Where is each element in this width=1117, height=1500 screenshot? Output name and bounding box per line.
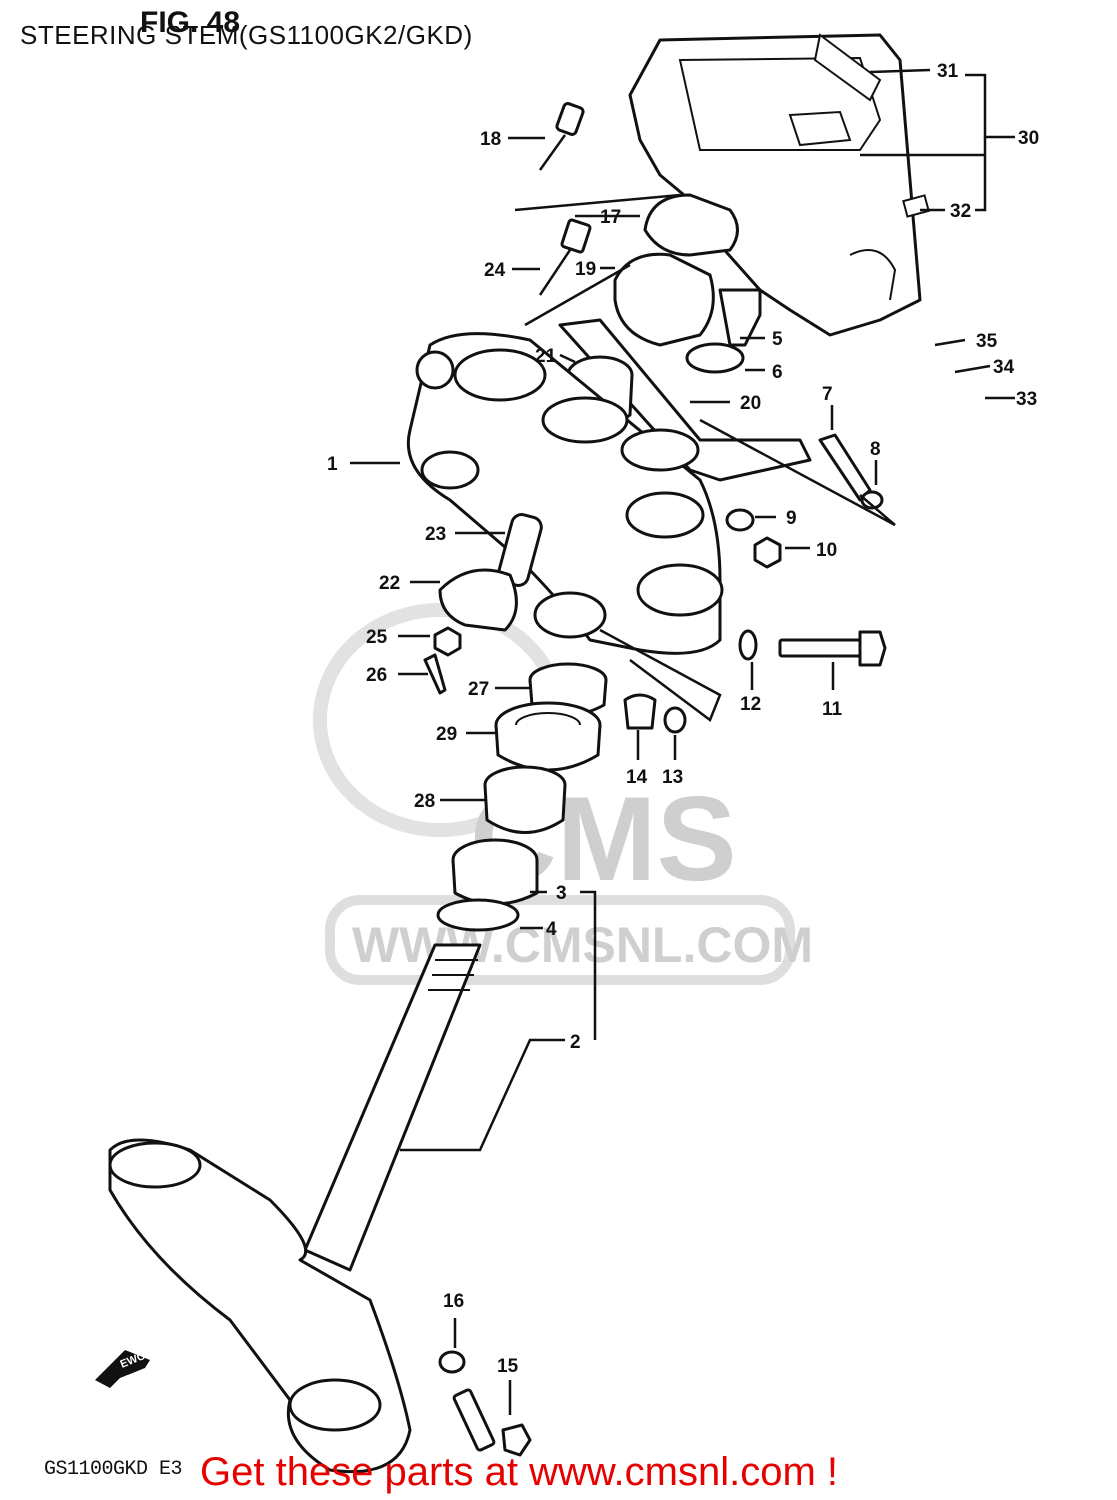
callout-33: 33 xyxy=(1016,389,1037,410)
part-11-bolt xyxy=(778,630,887,667)
callout-10: 10 xyxy=(816,540,837,561)
figure-label: FIG. 48 xyxy=(140,6,241,39)
part-22-cushion xyxy=(438,568,518,632)
footer-parts-link[interactable]: Get these parts at www.cmsnl.com ! xyxy=(200,1450,838,1494)
callout-11: 11 xyxy=(822,699,843,720)
part-31-label xyxy=(813,33,882,102)
part-18-bolt xyxy=(538,102,585,171)
callout-7: 7 xyxy=(822,384,833,405)
part-12-washer xyxy=(738,629,758,661)
callout-1: 1 xyxy=(327,454,338,475)
callout-31: 31 xyxy=(937,61,959,82)
leader-lines xyxy=(350,68,1015,1415)
callout-3: 3 xyxy=(556,883,567,904)
callout-27: 27 xyxy=(468,679,489,700)
callout-24: 24 xyxy=(484,260,506,281)
part-3-bearing xyxy=(451,838,539,906)
callout-23: 23 xyxy=(425,524,446,545)
callout-9: 9 xyxy=(786,508,797,529)
callout-17: 17 xyxy=(600,207,621,228)
callout-2: 2 xyxy=(570,1032,581,1053)
part-17-clamp xyxy=(643,193,739,257)
part-19-clamp xyxy=(613,252,715,347)
part-30-cover xyxy=(628,33,922,337)
callout-30: 30 xyxy=(1018,128,1039,149)
part-29-bearing xyxy=(494,701,602,772)
callout-34: 34 xyxy=(993,357,1015,378)
callout-20: 20 xyxy=(740,393,761,414)
part-9-nut xyxy=(725,508,755,532)
part-13-washer xyxy=(663,706,687,734)
callout-26: 26 xyxy=(366,665,387,686)
callout-19: 19 xyxy=(575,259,596,280)
callout-22: 22 xyxy=(379,573,400,594)
part-24-bolt xyxy=(538,218,592,296)
part-25-nut xyxy=(433,626,462,657)
part-26-screw xyxy=(423,653,447,695)
part-8-washer xyxy=(860,490,884,510)
part-2-stem xyxy=(108,943,482,1474)
callout-6: 6 xyxy=(772,362,783,383)
callout-29: 29 xyxy=(436,724,457,745)
part-16-washer xyxy=(438,1350,466,1374)
callout-13: 13 xyxy=(662,767,683,788)
callout-8: 8 xyxy=(870,439,881,460)
callout-28: 28 xyxy=(414,791,435,812)
callout-32: 32 xyxy=(950,201,971,222)
callout-labels: 1 2 3 4 5 6 7 8 9 10 11 12 13 14 15 16 1… xyxy=(327,61,1039,1377)
part-28-bearing xyxy=(483,765,567,834)
callout-18: 18 xyxy=(480,129,501,150)
footer-model-code: GS1100GKD E3 xyxy=(44,1458,183,1481)
callout-4: 4 xyxy=(546,919,557,940)
part-5-bolt xyxy=(718,288,762,347)
callout-12: 12 xyxy=(740,694,761,715)
callout-15: 15 xyxy=(497,1356,519,1377)
part-1-upper-bracket xyxy=(406,332,724,655)
part-32-clip xyxy=(902,194,930,218)
part-6-washer xyxy=(685,342,745,374)
callout-14: 14 xyxy=(626,767,648,788)
callout-5: 5 xyxy=(772,329,783,350)
direction-arrow: EWC xyxy=(95,1350,150,1388)
part-14-cap-nut xyxy=(623,693,657,730)
callout-25: 25 xyxy=(366,627,388,648)
callout-35: 35 xyxy=(976,331,998,352)
part-7-bolt xyxy=(818,433,872,502)
part-4-seal xyxy=(436,898,520,932)
part-20-bracket xyxy=(558,318,812,482)
watermark-url: WWW.CMSNL.COM xyxy=(352,917,813,973)
page-title: STEERING STEM(GS1100GK2/GKD) xyxy=(20,20,473,50)
part-10-nut xyxy=(753,536,782,569)
callout-16: 16 xyxy=(443,1291,464,1312)
callout-21: 21 xyxy=(535,346,557,367)
part-15-bolt xyxy=(452,1388,532,1457)
